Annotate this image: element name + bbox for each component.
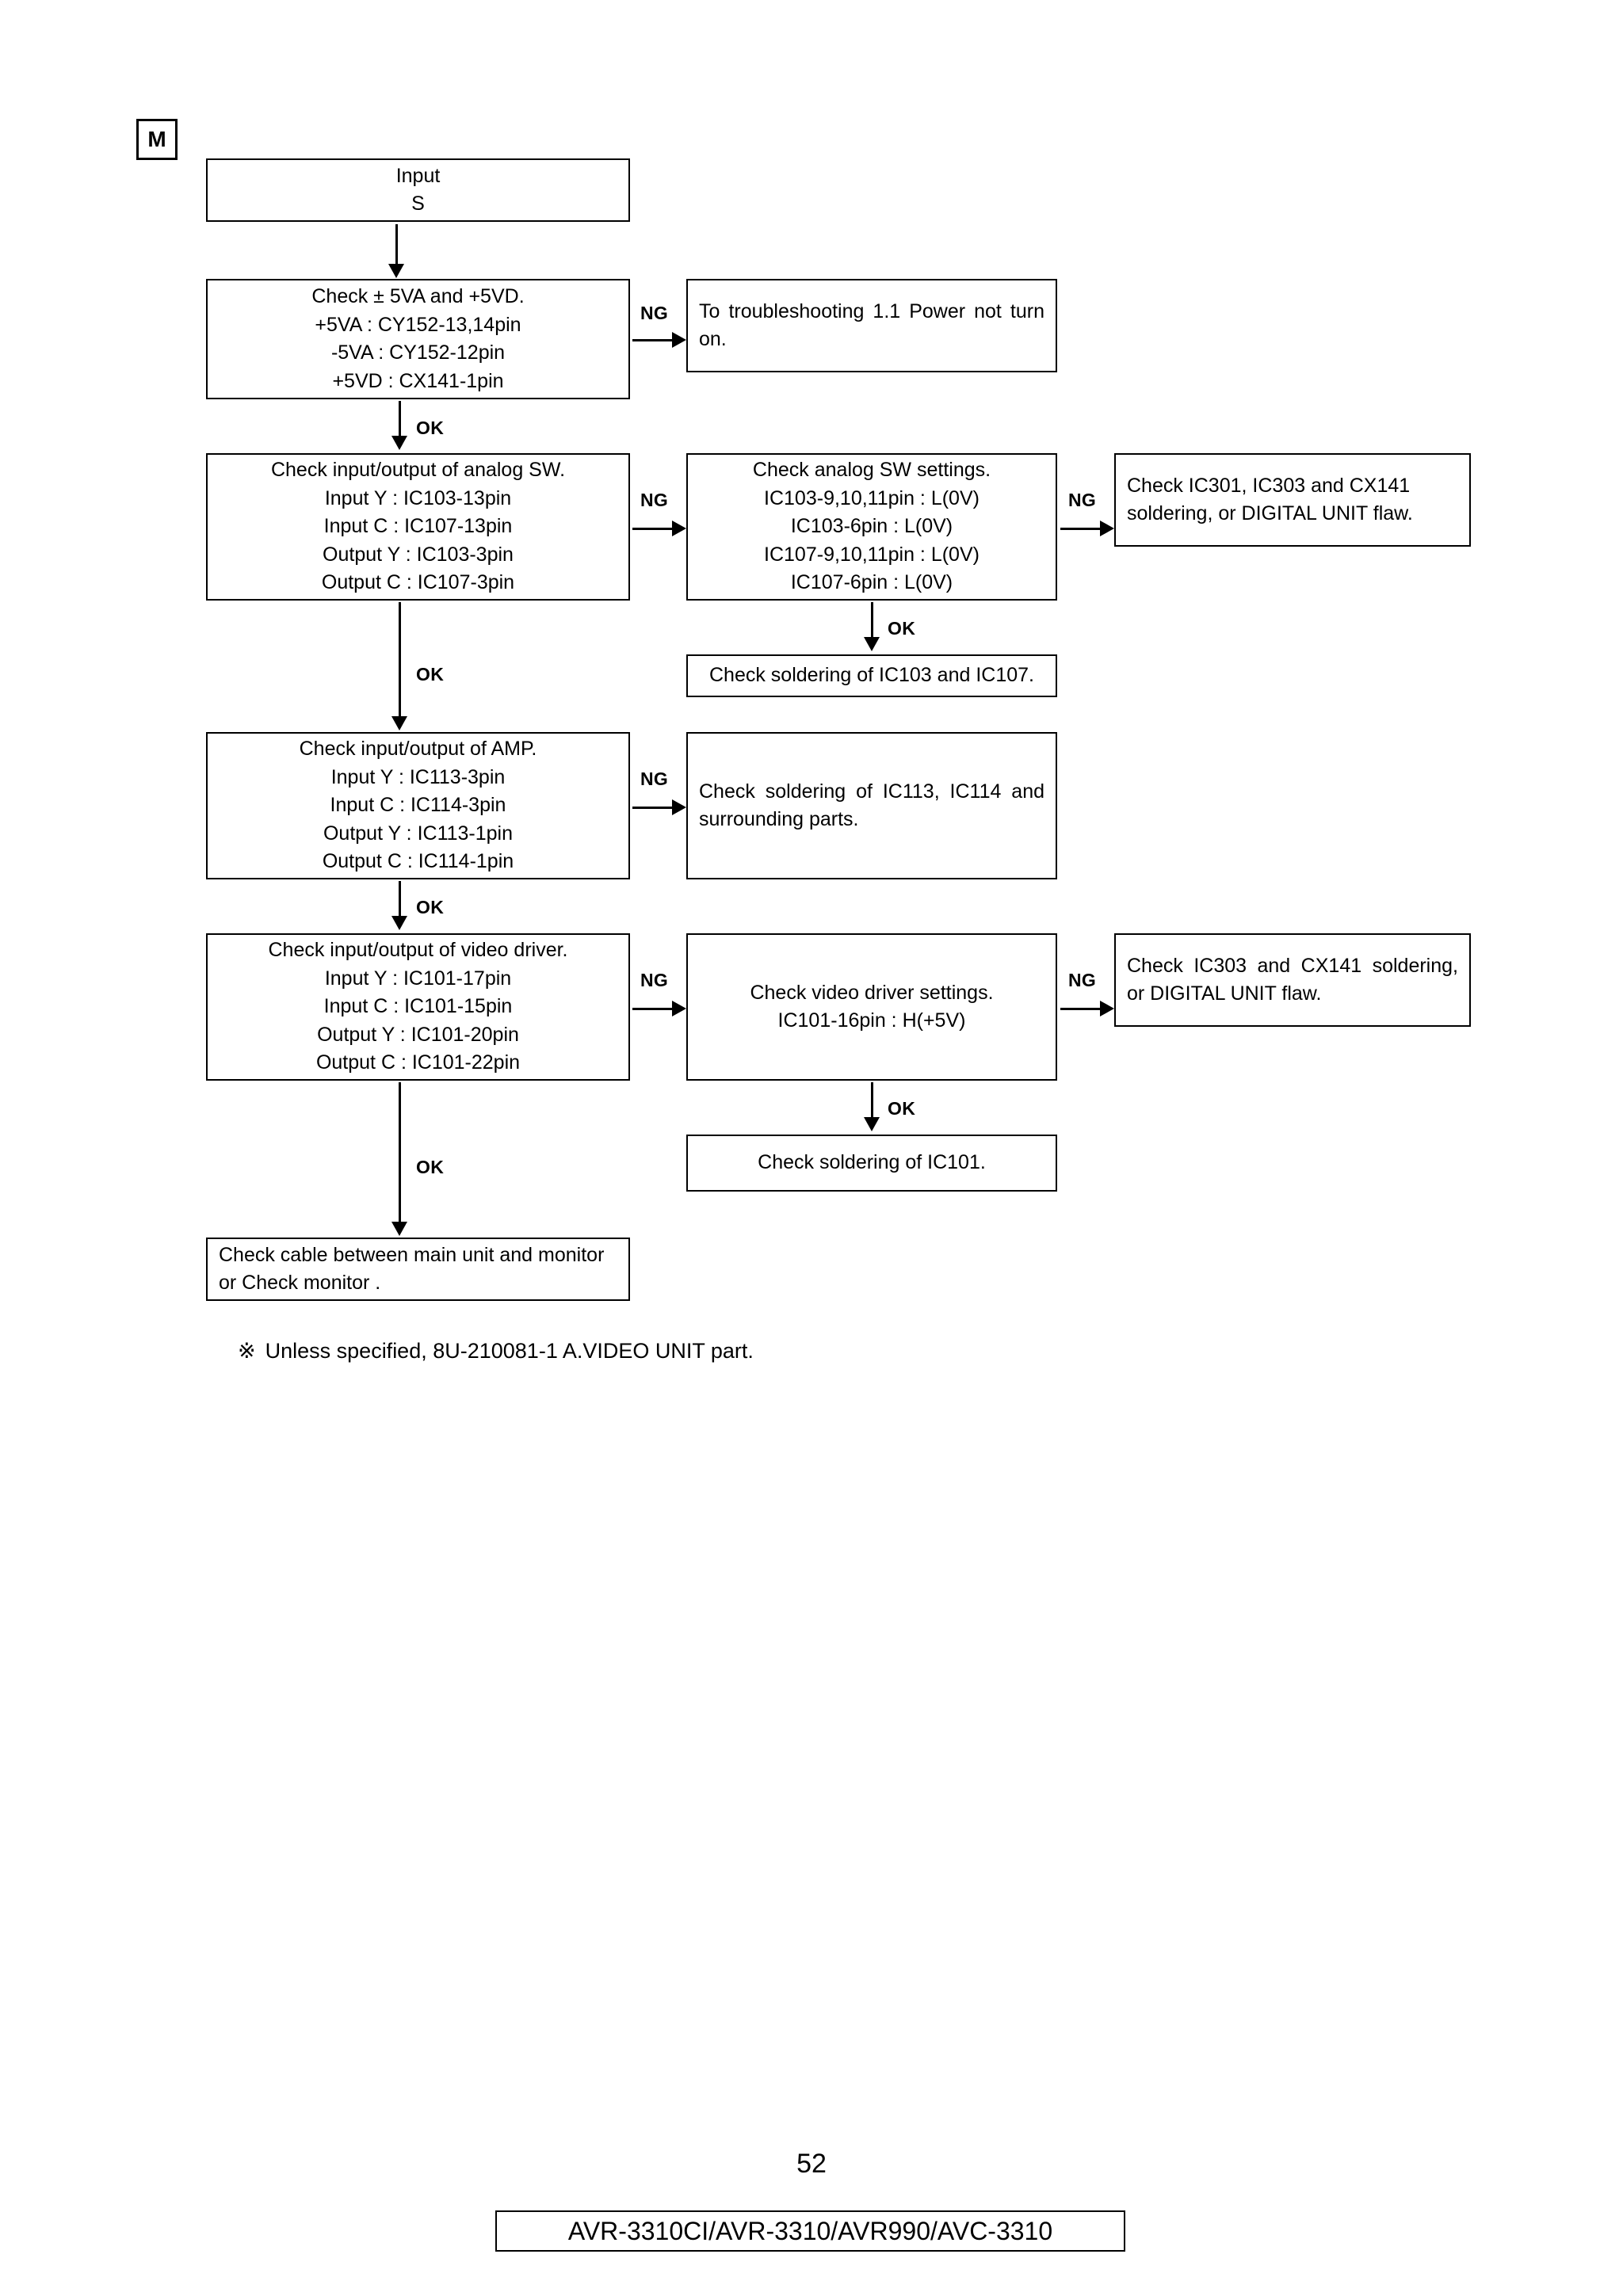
page-number: 52 [796, 2149, 827, 2179]
node-check-cable: Check cable between main unit and monito… [206, 1238, 630, 1301]
arrow-input-to-check-power [387, 224, 406, 278]
check-video-driver-line4: Output Y : IC101-20pin [317, 1023, 519, 1046]
edge-label-ok-amp: OK [416, 897, 445, 917]
node-video-driver-settings: Check video driver settings. IC101-16pin… [686, 933, 1057, 1081]
check-power-line2: +5VA : CY152-13,14pin [315, 313, 521, 336]
analog-sw-settings-line5: IC107-6pin : L(0V) [790, 571, 953, 594]
analog-sw-settings-line2: IC103-9,10,11pin : L(0V) [764, 486, 980, 509]
solder-ic101-text: Check soldering of IC101. [758, 1151, 986, 1174]
analog-sw-ng-text: Check IC301, IC303 and CX141 soldering, … [1127, 474, 1413, 525]
edge-label-ng-analog-sw-settings: NG [1068, 490, 1097, 510]
node-solder-ic101: Check soldering of IC101. [686, 1135, 1057, 1192]
analog-sw-settings-line4: IC107-9,10,11pin : L(0V) [764, 543, 980, 566]
check-amp-line5: Output C : IC114-1pin [322, 850, 514, 873]
node-check-analog-sw: Check input/output of analog SW. Input Y… [206, 453, 630, 601]
reference-mark-icon: ※ [238, 1339, 256, 1363]
node-check-amp: Check input/output of AMP. Input Y : IC1… [206, 732, 630, 879]
node-check-video-driver: Check input/output of video driver. Inpu… [206, 933, 630, 1081]
node-check-power: Check ± 5VA and +5VD. +5VA : CY152-13,14… [206, 279, 630, 399]
edge-label-ok-analog-sw: OK [416, 664, 445, 685]
node-input-line2: S [411, 193, 425, 215]
arrow-amp-ng [632, 798, 686, 817]
check-amp-line1: Check input/output of AMP. [299, 738, 537, 761]
arrow-analog-sw-settings-ok [862, 602, 881, 651]
node-input-line1: Input [395, 164, 441, 187]
node-power-ng: To troubleshooting 1.1 Power not turn on… [686, 279, 1057, 372]
video-driver-ng-text: Check IC303 and CX141 soldering, or DIGI… [1127, 954, 1458, 1005]
solder-ic103-ic107-text: Check soldering of IC103 and IC107. [709, 664, 1034, 687]
check-power-line3: -5VA : CY152-12pin [330, 341, 506, 364]
arrow-video-driver-settings-ok [862, 1082, 881, 1131]
check-analog-sw-line2: Input Y : IC103-13pin [324, 486, 512, 509]
footnote: ※ Unless specified, 8U-210081-1 A.VIDEO U… [238, 1339, 754, 1363]
check-video-driver-line5: Output C : IC101-22pin [315, 1051, 521, 1074]
edge-label-ng-analog-sw: NG [640, 490, 669, 510]
check-cable-text: Check cable between main unit and monito… [219, 1243, 605, 1295]
check-video-driver-line3: Input C : IC101-15pin [323, 995, 513, 1018]
arrow-video-driver-settings-ng [1060, 999, 1114, 1018]
node-amp-ng: Check soldering of IC113, IC114 and surr… [686, 732, 1057, 879]
check-analog-sw-line1: Check input/output of analog SW. [270, 459, 566, 482]
amp-ng-text: Check soldering of IC113, IC114 and surr… [699, 780, 1044, 831]
arrow-amp-ok [390, 881, 409, 930]
edge-label-ng-video-driver-settings: NG [1068, 970, 1097, 990]
edge-label-ok-analog-sw-settings: OK [888, 618, 916, 639]
check-amp-line3: Input C : IC114-3pin [330, 794, 506, 817]
node-video-driver-ng: Check IC303 and CX141 soldering, or DIGI… [1114, 933, 1471, 1027]
check-power-line4: +5VD : CX141-1pin [332, 369, 504, 392]
edge-label-ok-video-driver-settings: OK [888, 1098, 916, 1119]
edge-label-ng-video-driver: NG [640, 970, 669, 990]
edge-label-ng-power: NG [640, 303, 669, 323]
check-video-driver-line2: Input Y : IC101-17pin [324, 967, 512, 990]
arrow-analog-sw-settings-ng [1060, 519, 1114, 538]
arrow-check-power-ok [390, 401, 409, 450]
section-tag-m: M [136, 119, 178, 160]
footnote-text: Unless specified, 8U-210081-1 A.VIDEO UN… [265, 1339, 754, 1363]
check-analog-sw-line5: Output C : IC107-3pin [321, 571, 515, 594]
check-power-line1: Check ± 5VA and +5VD. [311, 285, 525, 307]
check-amp-line4: Output Y : IC113-1pin [323, 822, 514, 845]
power-ng-text: To troubleshooting 1.1 Power not turn on… [699, 299, 1044, 351]
arrow-analog-sw-ok [390, 602, 409, 730]
node-analog-sw-ng: Check IC301, IC303 and CX141 soldering, … [1114, 453, 1471, 547]
model-bar: AVR-3310CI/AVR-3310/AVR990/AVC-3310 [495, 2210, 1125, 2252]
check-analog-sw-line4: Output Y : IC103-3pin [323, 543, 514, 566]
node-analog-sw-settings: Check analog SW settings. IC103-9,10,11p… [686, 453, 1057, 601]
analog-sw-settings-line1: Check analog SW settings. [752, 459, 991, 482]
edge-label-ng-amp: NG [640, 769, 669, 789]
node-input: Input S [206, 158, 630, 222]
model-bar-label: AVR-3310CI/AVR-3310/AVR990/AVC-3310 [567, 2216, 1053, 2245]
analog-sw-settings-line3: IC103-6pin : L(0V) [790, 515, 953, 538]
arrow-check-power-ng [632, 330, 686, 349]
section-tag-label: M [147, 127, 166, 151]
video-driver-settings-line2: IC101-16pin : H(+5V) [777, 1009, 966, 1032]
check-amp-line2: Input Y : IC113-3pin [330, 765, 506, 788]
node-solder-ic103-ic107: Check soldering of IC103 and IC107. [686, 654, 1057, 697]
check-analog-sw-line3: Input C : IC107-13pin [323, 515, 513, 538]
arrow-analog-sw-ng [632, 519, 686, 538]
check-video-driver-line1: Check input/output of video driver. [268, 939, 568, 962]
edge-label-ok-video-driver: OK [416, 1157, 445, 1177]
edge-label-ok-power: OK [416, 418, 445, 438]
arrow-video-driver-ok [390, 1082, 409, 1236]
arrow-video-driver-ng [632, 999, 686, 1018]
video-driver-settings-line1: Check video driver settings. [750, 981, 994, 1004]
